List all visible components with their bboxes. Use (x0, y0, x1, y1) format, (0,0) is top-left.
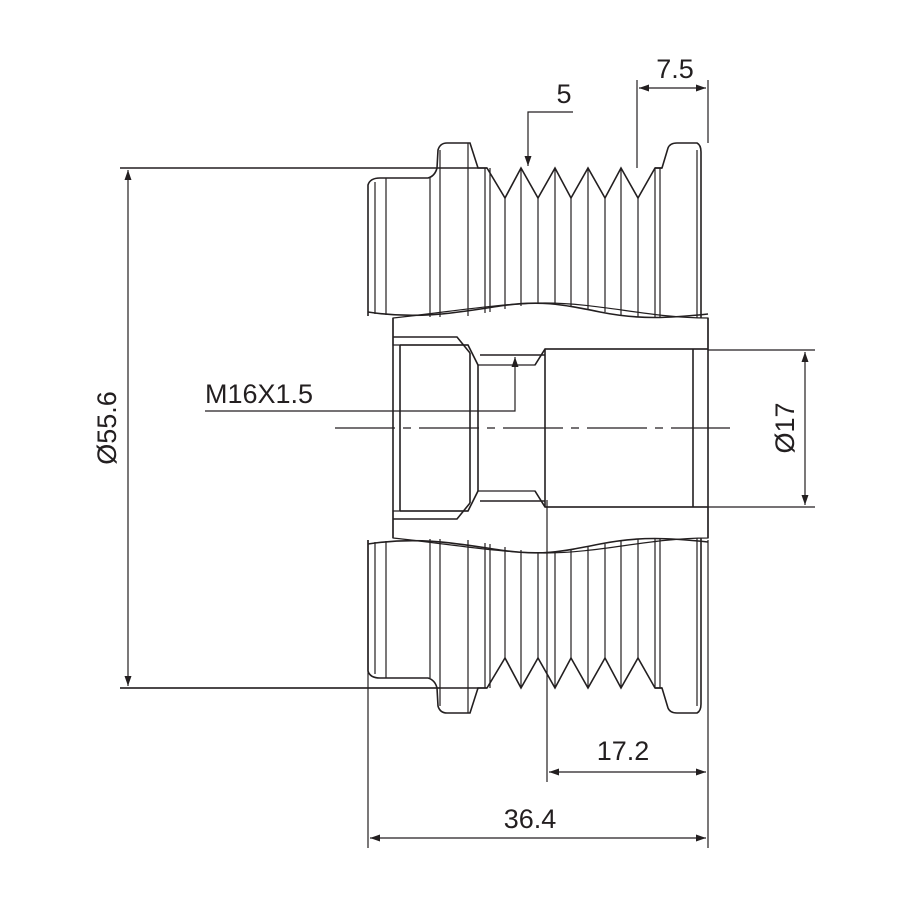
overall-length-label: 36.4 (504, 804, 557, 834)
thread-label: M16X1.5 (205, 379, 313, 409)
pulley-bottom-half (119, 427, 709, 714)
groove-pitch-label: 5 (556, 79, 571, 109)
dimension-lines (124, 84, 809, 842)
flange-width-label: 7.5 (656, 54, 694, 84)
extension-lines (120, 80, 815, 848)
outer-diameter-label: Ø55.6 (92, 391, 122, 465)
groove-length-label: 17.2 (597, 736, 650, 766)
bore-diameter-label: Ø17 (770, 402, 800, 453)
